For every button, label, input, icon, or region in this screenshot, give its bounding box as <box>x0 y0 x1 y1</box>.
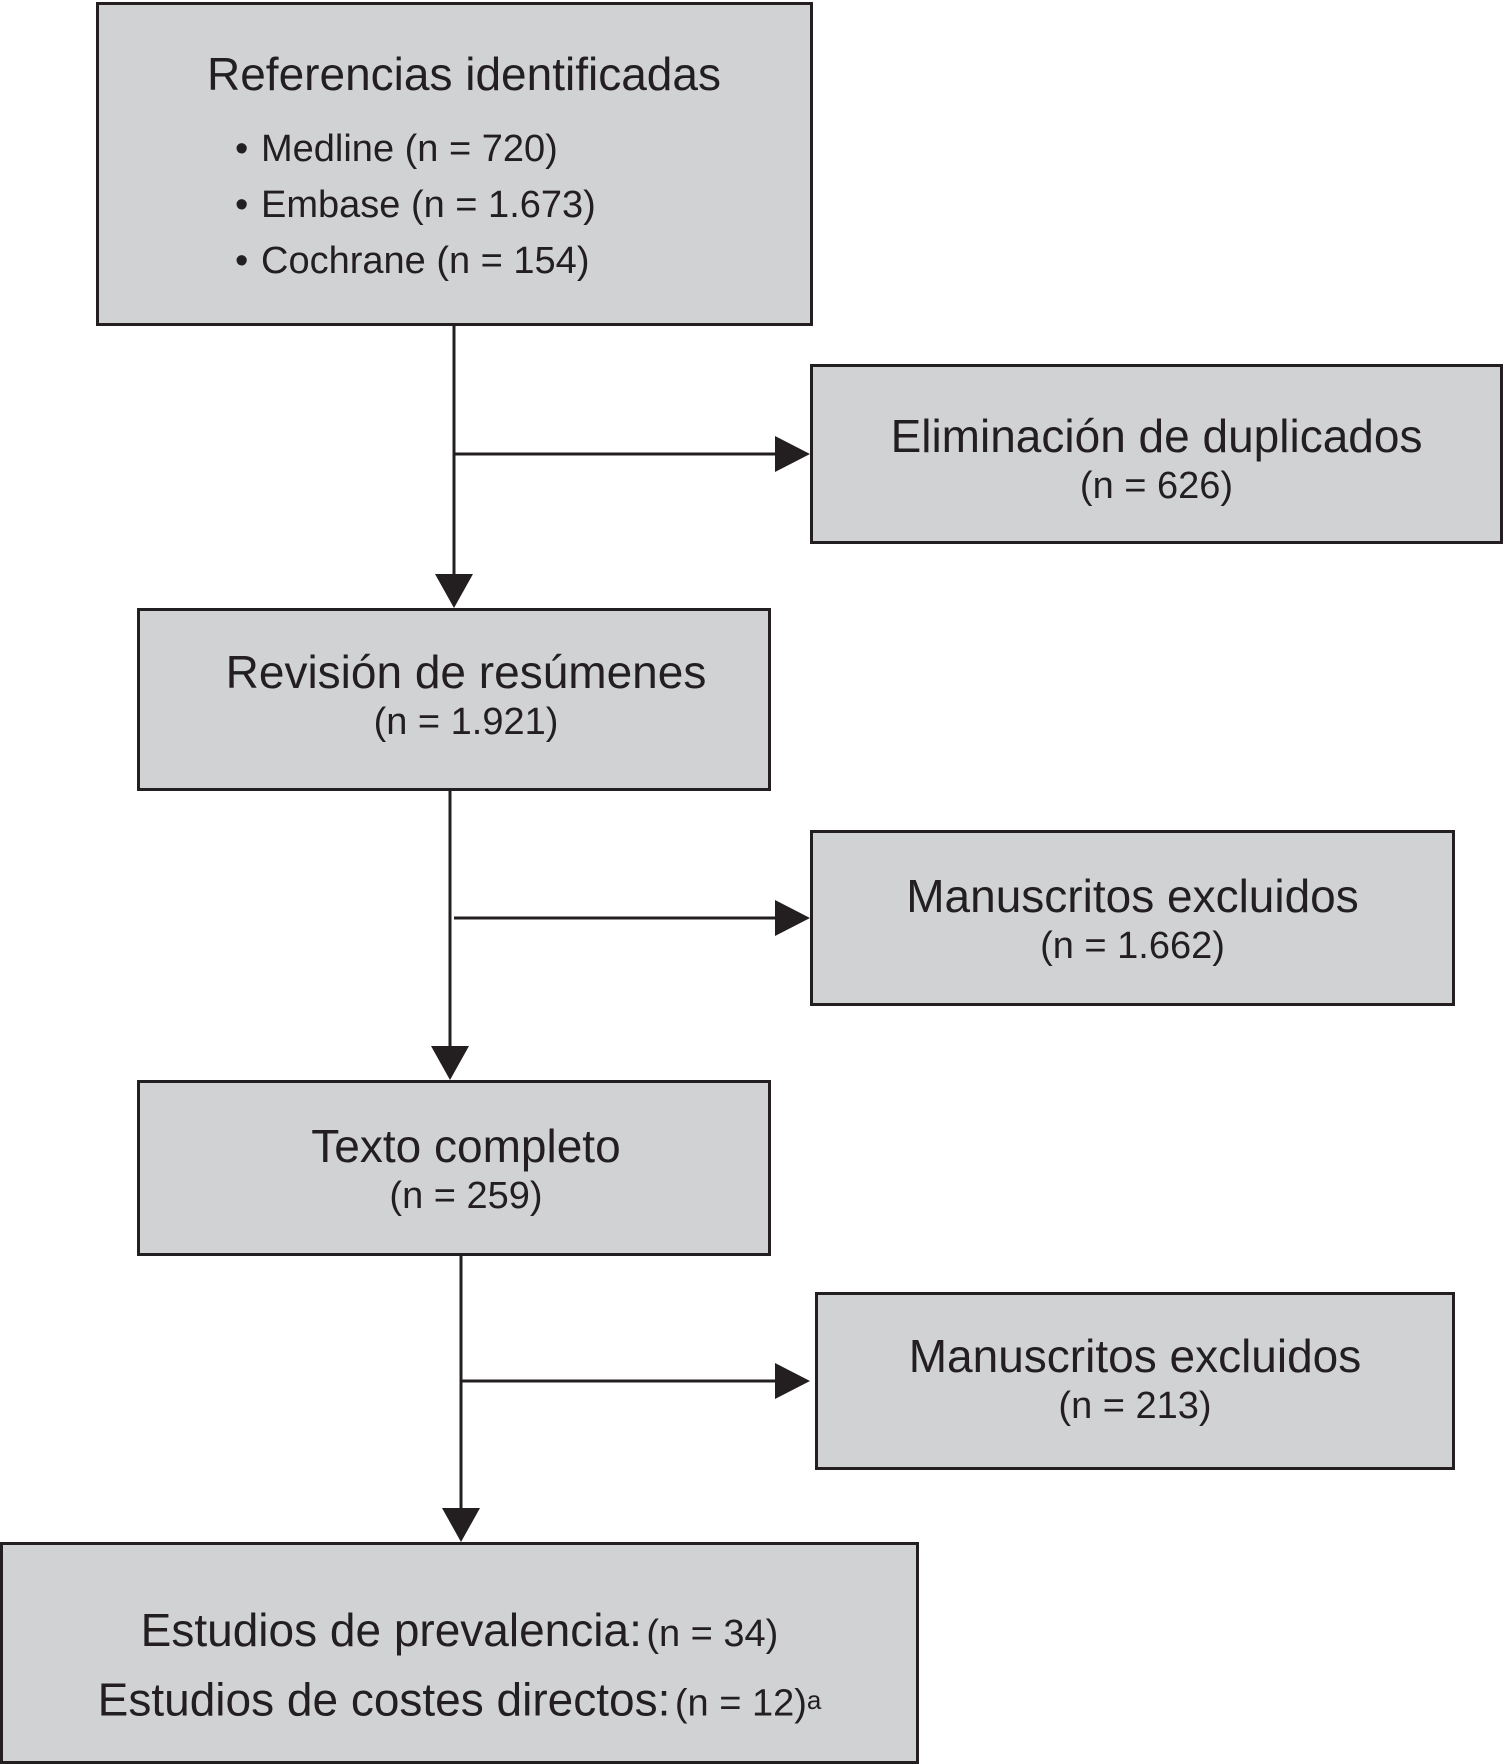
source-item: •Cochrane (n = 154) <box>235 240 590 282</box>
duplicates-count: (n = 626) <box>1079 465 1234 508</box>
box-full-text: Texto completo (n = 259) <box>137 1080 771 1256</box>
box-abstract-review: Revisión de resúmenes (n = 1.921) <box>137 608 771 791</box>
box-excluded-2: Manuscritos excluidos (n = 213) <box>815 1292 1455 1470</box>
prevalence-label: Estudios de prevalencia: <box>140 1604 642 1656</box>
costs-footnote-marker: a <box>806 1685 822 1715</box>
prevalence-line: Estudios de prevalencia: (n = 34) <box>3 1603 916 1671</box>
fulltext-title: Texto completo <box>311 1120 621 1172</box>
source-item: •Embase (n = 1.673) <box>235 184 596 226</box>
costs-count: (n = 12) <box>674 1682 807 1725</box>
arrowhead-down-1 <box>435 574 473 608</box>
abstracts-count: (n = 1.921) <box>373 701 559 744</box>
arrowhead-down-3 <box>442 1508 480 1542</box>
box-excluded-1: Manuscritos excluidos (n = 1.662) <box>810 830 1455 1006</box>
prevalence-count: (n = 34) <box>646 1613 779 1655</box>
source-item: •Medline (n = 720) <box>235 128 558 170</box>
duplicates-title: Eliminación de duplicados <box>890 410 1423 462</box>
excluded-2-title: Manuscritos excluidos <box>908 1330 1362 1382</box>
fulltext-count: (n = 259) <box>389 1175 543 1218</box>
arrowhead-right-3 <box>775 1363 810 1399</box>
source-cochrane: Cochrane (n = 154) <box>261 240 590 282</box>
excluded-1-title: Manuscritos excluidos <box>906 870 1359 922</box>
box-final-studies: Estudios de prevalencia: (n = 34) Estudi… <box>0 1542 919 1764</box>
costs-line: Estudios de costes directos: (n = 12)a <box>3 1671 916 1740</box>
costs-label: Estudios de costes directos: <box>97 1673 671 1726</box>
source-list: •Medline (n = 720) •Embase (n = 1.673) •… <box>235 121 596 289</box>
excluded-2-count: (n = 213) <box>1058 1385 1212 1428</box>
arrowhead-right-1 <box>775 436 810 472</box>
abstracts-title: Revisión de resúmenes <box>225 646 707 698</box>
source-embase: Embase (n = 1.673) <box>261 184 596 226</box>
identified-title: Referencias identificadas <box>207 48 721 100</box>
source-medline: Medline (n = 720) <box>261 128 558 170</box>
excluded-1-count: (n = 1.662) <box>1040 925 1225 968</box>
arrowhead-right-2 <box>775 900 810 936</box>
box-duplicates: Eliminación de duplicados (n = 626) <box>810 364 1503 544</box>
box-identified-references: Referencias identificadas •Medline (n = … <box>96 2 813 326</box>
arrowhead-down-2 <box>431 1046 469 1080</box>
